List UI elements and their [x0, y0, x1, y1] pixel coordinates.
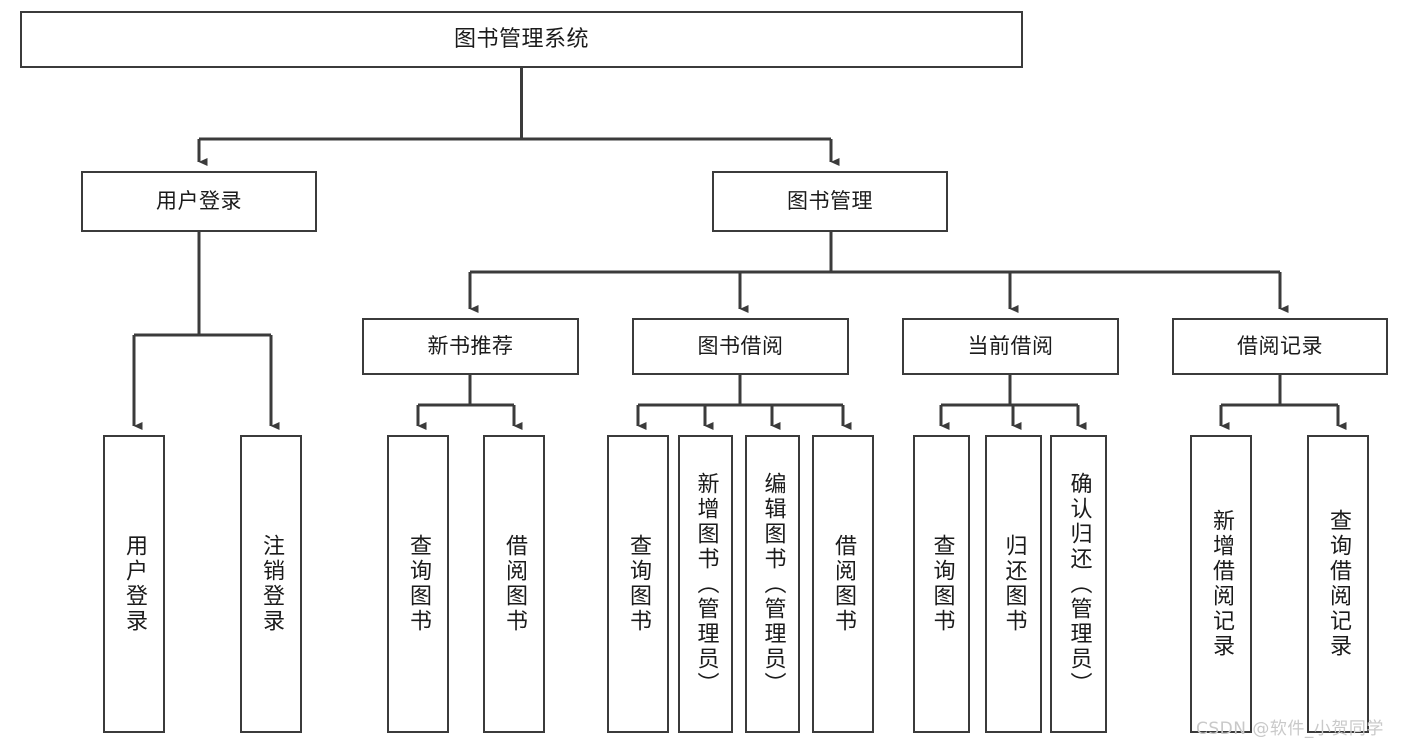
leaf-user-login-label: 用户登录	[122, 534, 147, 634]
node-new-book-recommend-label: 新书推荐	[427, 334, 514, 359]
leaf-borrow-book-label: 借阅图书	[831, 534, 856, 634]
node-user-login-label: 用户登录	[156, 189, 242, 214]
leaf-query-book-recommend-label: 查询图书	[406, 534, 431, 634]
node-root-label: 图书管理系统	[453, 26, 589, 52]
leaf-add-borrow-record-label: 新增借阅记录	[1209, 509, 1234, 659]
leaf-query-book-current[interactable]: 查询图书	[913, 435, 970, 733]
node-book-management-label: 图书管理	[787, 189, 873, 214]
leaf-logout-label: 注销登录	[259, 534, 284, 634]
leaf-user-login[interactable]: 用户登录	[103, 435, 165, 733]
node-book-borrow[interactable]: 图书借阅	[632, 318, 849, 375]
node-book-borrow-label: 图书借阅	[697, 334, 784, 359]
leaf-borrow-book[interactable]: 借阅图书	[812, 435, 874, 733]
node-user-login[interactable]: 用户登录	[81, 171, 317, 232]
node-current-borrow[interactable]: 当前借阅	[902, 318, 1119, 375]
node-new-book-recommend[interactable]: 新书推荐	[362, 318, 579, 375]
csdn-watermark: CSDN @软件_小贺同学	[1196, 719, 1384, 739]
leaf-return-book-label: 归还图书	[1001, 534, 1027, 634]
node-borrow-record-label: 借阅记录	[1237, 334, 1323, 359]
leaf-return-book[interactable]: 归还图书	[985, 435, 1042, 733]
leaf-query-book-label: 查询图书	[626, 534, 651, 634]
leaf-add-book-admin-label: 新增图书（管理员）	[693, 471, 719, 697]
node-borrow-record[interactable]: 借阅记录	[1172, 318, 1388, 375]
leaf-query-book-recommend[interactable]: 查询图书	[387, 435, 449, 733]
leaf-query-book[interactable]: 查询图书	[607, 435, 669, 733]
node-root[interactable]: 图书管理系统	[20, 11, 1023, 68]
leaf-edit-book-admin-label: 编辑图书（管理员）	[760, 471, 786, 697]
leaf-confirm-return-admin[interactable]: 确认归还（管理员）	[1050, 435, 1107, 733]
leaf-borrow-book-recommend-label: 借阅图书	[502, 534, 527, 634]
leaf-add-book-admin[interactable]: 新增图书（管理员）	[678, 435, 733, 733]
leaf-add-borrow-record[interactable]: 新增借阅记录	[1190, 435, 1252, 733]
leaf-borrow-book-recommend[interactable]: 借阅图书	[483, 435, 545, 733]
node-book-management[interactable]: 图书管理	[712, 171, 948, 232]
leaf-query-book-current-label: 查询图书	[929, 534, 955, 634]
leaf-query-borrow-record[interactable]: 查询借阅记录	[1307, 435, 1369, 733]
leaf-confirm-return-admin-label: 确认归还（管理员）	[1066, 471, 1092, 697]
leaf-logout[interactable]: 注销登录	[240, 435, 302, 733]
node-current-borrow-label: 当前借阅	[967, 334, 1054, 359]
leaf-query-borrow-record-label: 查询借阅记录	[1326, 509, 1351, 659]
leaf-edit-book-admin[interactable]: 编辑图书（管理员）	[745, 435, 800, 733]
